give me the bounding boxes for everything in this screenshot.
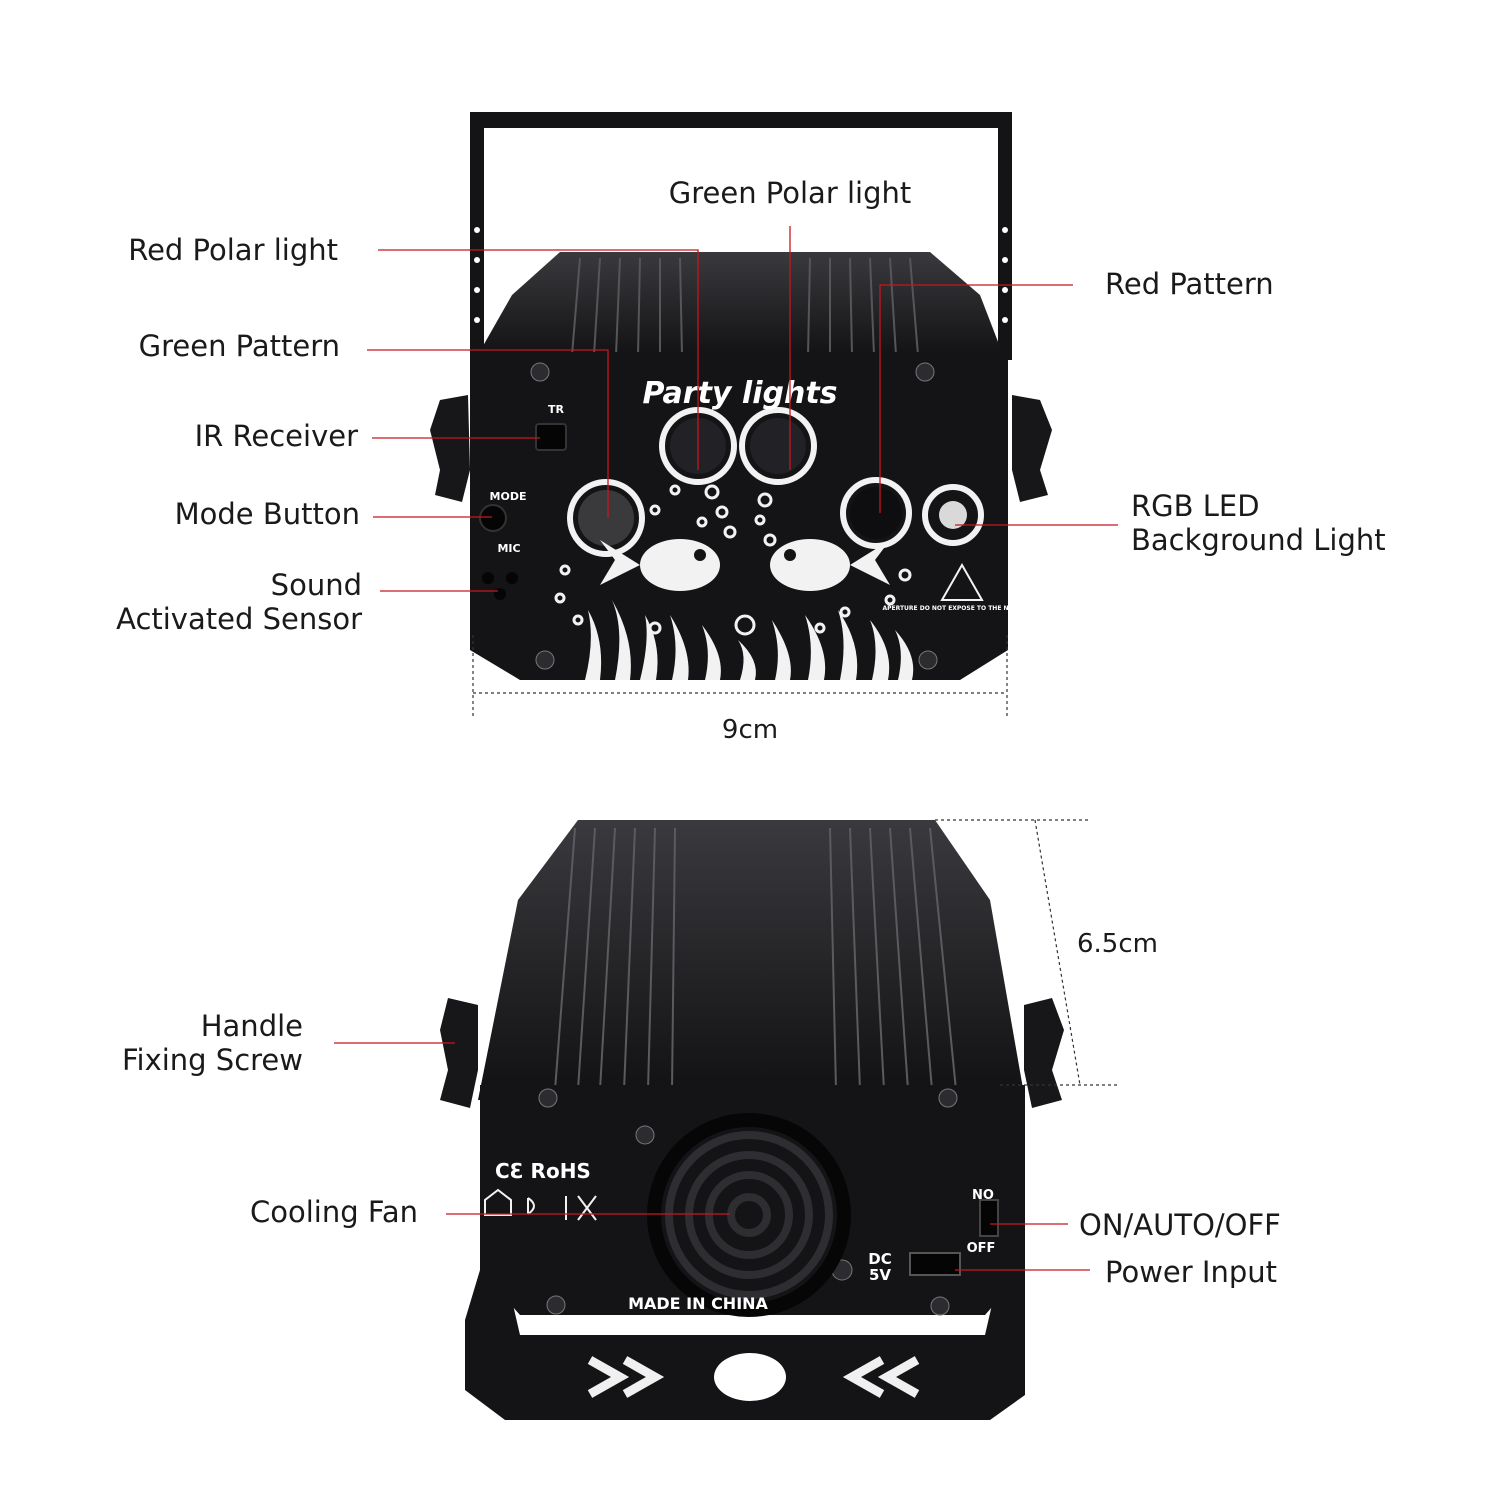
label-ir-receiver: IR Receiver (194, 419, 358, 453)
dc-text: DC (868, 1250, 891, 1268)
stand-hole (714, 1353, 786, 1401)
label-sound-sensor: Sound Activated Sensor (116, 568, 362, 636)
ce-rohs-text: CƐ RoHS (495, 1159, 591, 1183)
label-handle-line1: Handle (200, 1009, 303, 1043)
right-knob (1012, 395, 1052, 502)
leader-red-polar (378, 249, 699, 470)
lens-red-pattern (840, 477, 912, 549)
back-leader-lines (334, 1042, 1090, 1271)
label-rgb-led: RGB LED Background Light (1131, 489, 1386, 557)
lens-green-pattern (567, 479, 645, 557)
label-power-input: Power Input (1105, 1255, 1277, 1289)
label-mode-button: Mode Button (174, 497, 360, 531)
front-panel (470, 352, 1008, 680)
label-handle-fixing-screw: Handle Fixing Screw (122, 1009, 303, 1077)
label-red-pattern: Red Pattern (1105, 267, 1274, 301)
leader-green-pattern (367, 349, 609, 518)
back-right-knob (1024, 998, 1064, 1108)
label-red-polar-light: Red Polar light (128, 233, 338, 267)
leader-red-pattern (879, 284, 1073, 513)
mic-text: MIC (497, 542, 520, 555)
back-left-knob (440, 998, 478, 1108)
dc-voltage-text: 5V (869, 1266, 891, 1284)
brand-text: Party lights (642, 376, 837, 411)
warning-text: APERTURE DO NOT EXPOSE TO THE NAKED EYE (882, 605, 1041, 612)
seaweed-decoration (585, 600, 914, 680)
mode-switch (979, 1199, 999, 1237)
stand-arrows-right (842, 1356, 920, 1398)
front-housing-top (475, 252, 1005, 360)
stand-arrows-left (587, 1356, 665, 1398)
fish-right (770, 539, 890, 591)
compliance-icons (484, 1188, 597, 1221)
label-on-auto-off: ON/AUTO/OFF (1079, 1208, 1281, 1242)
label-cooling-fan: Cooling Fan (249, 1195, 418, 1229)
switch-off-text: OFF (967, 1241, 996, 1256)
fish-left (600, 539, 720, 591)
label-green-pattern: Green Pattern (138, 329, 340, 363)
bubble-decoration (554, 484, 912, 636)
dc-jack (909, 1252, 961, 1276)
label-rgb-led-line2: Background Light (1131, 523, 1386, 557)
tr-text: TR (548, 403, 565, 416)
bracket-holes (474, 227, 1008, 323)
front-leader-lines (367, 226, 1118, 592)
back-unit: CƐ RoHS NO OFF DC 5V MADE IN CHINA (440, 820, 1064, 1420)
back-housing-top (478, 820, 1025, 1100)
width-dimension-label: 9cm (721, 715, 779, 745)
mode-button (479, 504, 507, 532)
back-housing-fins (554, 827, 957, 1091)
cooling-fan-grille (647, 1113, 851, 1317)
panel-screws (530, 362, 938, 670)
made-in-china-text: MADE IN CHINA (628, 1294, 768, 1313)
lens-green-polar (739, 407, 817, 485)
height-dimension-label: 6.5cm (1077, 929, 1158, 959)
label-handle-line2: Fixing Screw (121, 1043, 303, 1077)
label-sound-sensor-line2: Activated Sensor (116, 602, 362, 636)
switch-no-text: NO (972, 1188, 994, 1203)
label-green-polar-light: Green Polar light (668, 176, 912, 210)
left-knob (430, 395, 470, 502)
label-sound-sensor-line1: Sound (270, 568, 362, 602)
width-dimension-lines (472, 635, 1008, 716)
housing-fins (571, 257, 919, 356)
label-rgb-led-line1: RGB LED (1131, 489, 1260, 523)
mode-text: MODE (490, 490, 527, 503)
front-unit: APERTURE DO NOT EXPOSE TO THE NAKED EYE … (430, 112, 1052, 680)
lens-rgb-led (922, 484, 984, 546)
height-dimension-lines (935, 819, 1120, 1086)
back-panel-screws (538, 1088, 958, 1316)
ir-receiver-window (535, 423, 567, 451)
laser-warning-icon (940, 562, 984, 601)
